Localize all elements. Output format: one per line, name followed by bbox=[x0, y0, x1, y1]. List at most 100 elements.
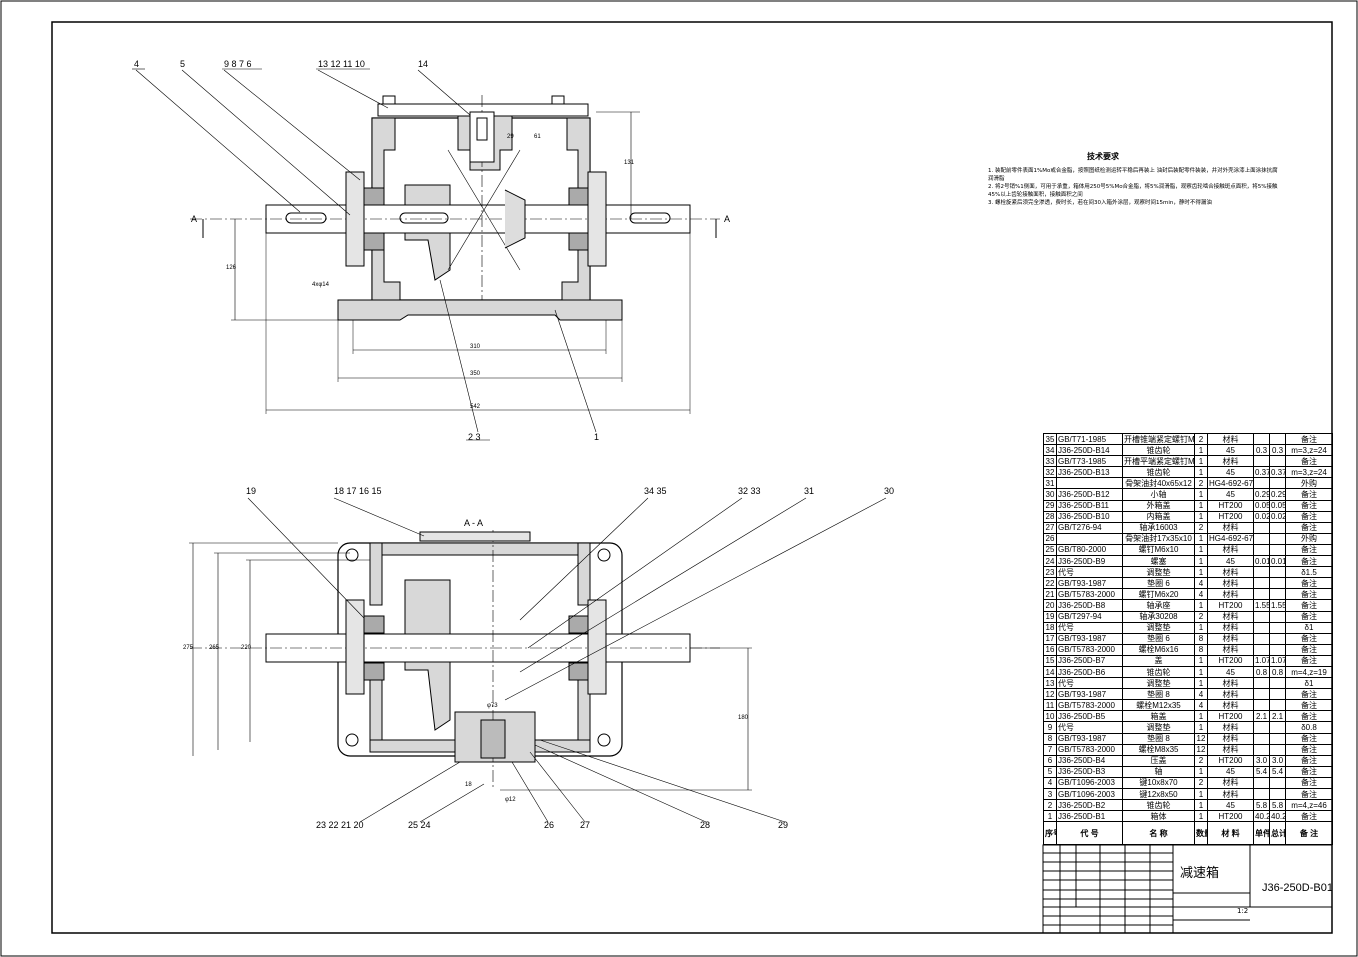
bom-cell: 25 bbox=[1043, 543, 1057, 557]
bom-cell: 0.051 bbox=[1253, 499, 1270, 512]
bom-cell: 1 bbox=[1194, 455, 1208, 468]
bom-cell: J36-250D-B6 bbox=[1056, 665, 1123, 679]
bom-cell: 备注 bbox=[1285, 555, 1333, 568]
bom-cell: 12 bbox=[1194, 743, 1208, 756]
bom-header-cell: 名 称 bbox=[1122, 821, 1195, 846]
bom-cell: 调整垫 bbox=[1122, 566, 1195, 579]
bom-cell: 0.027 bbox=[1269, 510, 1286, 523]
bom-cell: 材料 bbox=[1207, 432, 1254, 446]
bom-cell: 1 bbox=[1194, 499, 1208, 512]
bom-cell bbox=[1269, 532, 1286, 545]
bom-cell bbox=[1253, 455, 1270, 468]
bom-cell: J36-250D-B2 bbox=[1056, 799, 1123, 812]
bom-cell: 备注 bbox=[1285, 743, 1333, 756]
dimension-text: 29 bbox=[507, 134, 514, 140]
bom-cell: 备注 bbox=[1285, 455, 1333, 468]
bom-cell: 备注 bbox=[1285, 810, 1333, 823]
bom-cell: 材料 bbox=[1207, 621, 1254, 634]
bom-cell: 1 bbox=[1194, 543, 1208, 557]
bom-cell: 螺钉M6x10 bbox=[1122, 543, 1195, 557]
part-label: 28 bbox=[700, 820, 711, 830]
bom-cell: 2 bbox=[1194, 477, 1208, 490]
bom-cell: J36-250D-B11 bbox=[1056, 499, 1123, 512]
bom-header-cell: 材 料 bbox=[1207, 821, 1254, 846]
dimension-text: 310 bbox=[470, 344, 481, 350]
bom-cell bbox=[1253, 721, 1270, 734]
bom-cell bbox=[1269, 787, 1286, 801]
bom-cell bbox=[1269, 699, 1286, 712]
bom-cell bbox=[1253, 621, 1270, 634]
part-label: 4 bbox=[134, 59, 140, 69]
bom-cell: HT200 bbox=[1207, 754, 1254, 767]
drawing-scale: 1:2 bbox=[1237, 907, 1249, 915]
bom-cell: 1 bbox=[1194, 444, 1208, 457]
bom-cell: 备注 bbox=[1285, 588, 1333, 601]
title-block-grid bbox=[1042, 844, 1333, 934]
bom-cell: 备注 bbox=[1285, 499, 1333, 512]
bom-cell: 2 bbox=[1194, 521, 1208, 534]
bom-cell: 2 bbox=[1043, 799, 1057, 812]
bom-cell: 代号 bbox=[1056, 721, 1123, 734]
bom-cell: 5 bbox=[1043, 765, 1057, 778]
part-label: 5 bbox=[180, 59, 186, 69]
bom-cell: 轴承30208 bbox=[1122, 610, 1195, 623]
section-title: A - A bbox=[464, 518, 484, 528]
drawing-code: J36-250D-B01 bbox=[1262, 882, 1333, 894]
bom-cell: 备注 bbox=[1285, 521, 1333, 534]
bom-cell bbox=[1269, 432, 1286, 446]
bom-cell bbox=[1269, 543, 1286, 557]
bom-cell bbox=[1253, 610, 1270, 623]
bom-cell: 1 bbox=[1194, 765, 1208, 778]
bom-cell: 螺钉M6x20 bbox=[1122, 588, 1195, 601]
part-label: 2 3 bbox=[468, 432, 481, 442]
bom-cell: 45 bbox=[1207, 799, 1254, 812]
bom-cell: 外箱盖 bbox=[1122, 499, 1195, 512]
bom-cell: 备注 bbox=[1285, 787, 1333, 801]
bom-cell: 1 bbox=[1194, 787, 1208, 801]
bom-cell: GB/T71-1985 bbox=[1056, 432, 1123, 446]
bom-cell: 21 bbox=[1043, 588, 1057, 601]
bom-cell: 锥齿轮 bbox=[1122, 665, 1195, 679]
dimension-text: 180 bbox=[738, 715, 749, 721]
drawing-name: 减速箱 bbox=[1180, 866, 1220, 881]
bom-cell: 开槽平端紧定螺钉M8x12 bbox=[1122, 455, 1195, 468]
bom-cell: GB/T1096-2003 bbox=[1056, 776, 1123, 790]
bom-cell: GB/T93-1987 bbox=[1056, 632, 1123, 645]
bom-cell: 压盖 bbox=[1122, 754, 1195, 767]
bom-cell: 代号 bbox=[1056, 677, 1123, 690]
part-label: 30 bbox=[884, 486, 895, 496]
bom-cell: 8 bbox=[1194, 643, 1208, 656]
bom-cell: 0.37 bbox=[1253, 466, 1270, 479]
bom-cell: 34 bbox=[1043, 444, 1057, 457]
bom-cell: 螺塞 bbox=[1122, 555, 1195, 568]
bom-cell: 12 bbox=[1194, 732, 1208, 745]
bom-cell: 材料 bbox=[1207, 455, 1254, 468]
part-label: 23 22 21 20 bbox=[316, 820, 364, 830]
bom-cell bbox=[1269, 566, 1286, 579]
bom-cell: 开槽锥端紧定螺钉M8x12 bbox=[1122, 432, 1195, 446]
bom-cell: 1 bbox=[1194, 566, 1208, 579]
bom-cell: GB/T93-1987 bbox=[1056, 732, 1123, 745]
bom-cell: 18 bbox=[1043, 621, 1057, 634]
bom-cell: GB/T5783-2000 bbox=[1056, 743, 1123, 756]
bom-cell: HT200 bbox=[1207, 510, 1254, 523]
bom-cell: 锥齿轮 bbox=[1122, 799, 1195, 812]
bom-cell: 备注 bbox=[1285, 610, 1333, 623]
bom-cell: 轴承座 bbox=[1122, 599, 1195, 612]
dimension-text: 265 bbox=[209, 645, 220, 651]
part-label: 14 bbox=[418, 59, 429, 69]
bom-cell: 15 bbox=[1043, 654, 1057, 667]
dimension-text: 275 bbox=[183, 645, 194, 651]
dimension-text: 61 bbox=[534, 134, 541, 140]
bom-cell: 17 bbox=[1043, 632, 1057, 645]
bom-cell: 备注 bbox=[1285, 577, 1333, 590]
